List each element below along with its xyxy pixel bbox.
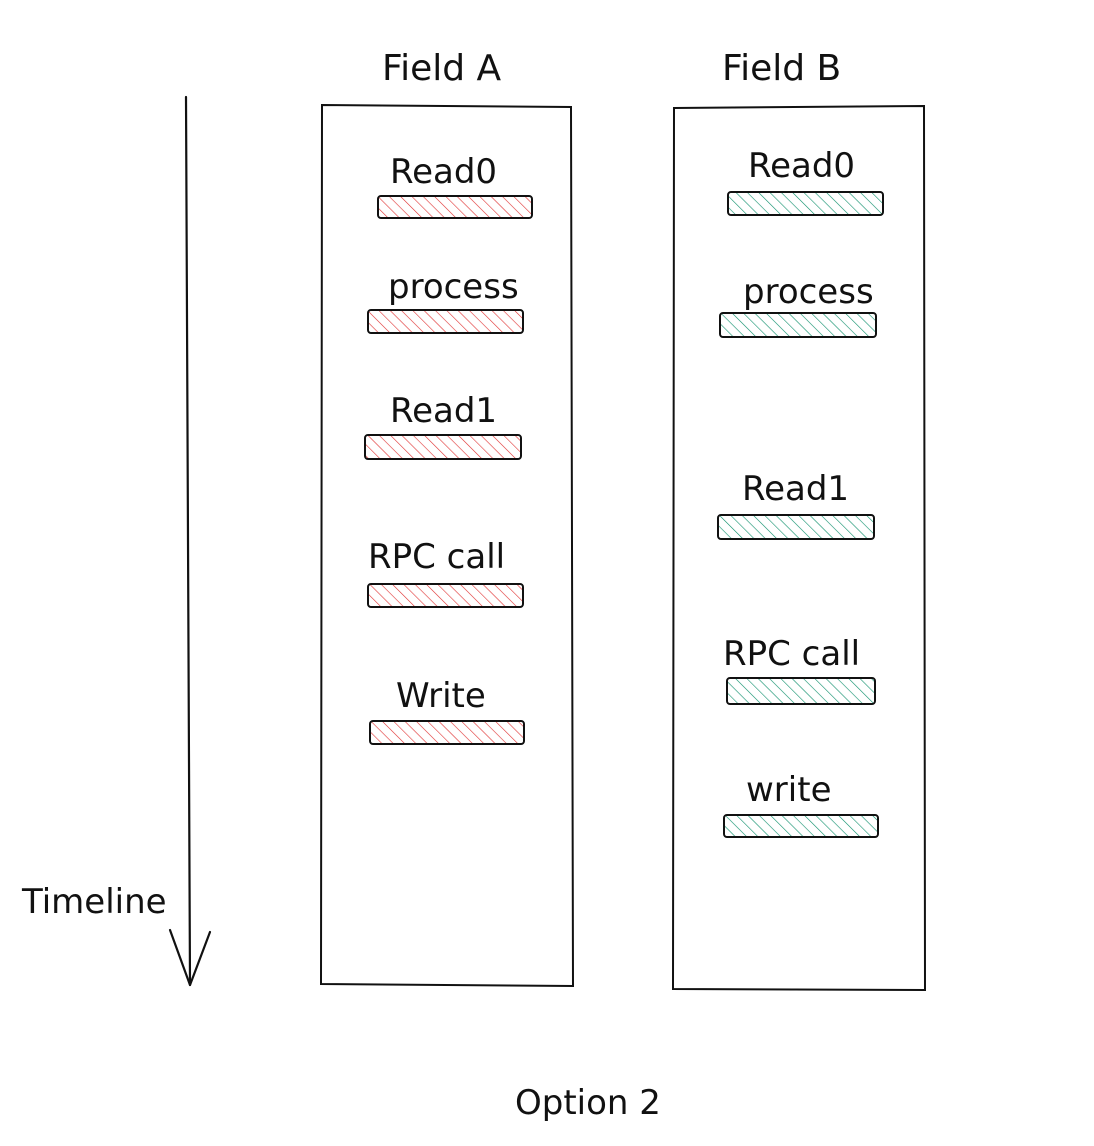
field-b-step-label: Read1 xyxy=(742,469,849,509)
field-a-title: Field A xyxy=(382,48,502,89)
field-b-step-label: RPC call xyxy=(723,634,860,674)
field-a-step-label: RPC call xyxy=(368,537,505,577)
field-b-step-label: write xyxy=(746,770,831,810)
field-b-step-bar xyxy=(723,814,879,838)
field-b-step-bar xyxy=(727,191,884,216)
diagram-caption: Option 2 xyxy=(515,1083,661,1123)
field-a-step-bar xyxy=(369,720,525,745)
field-a-box xyxy=(319,103,575,988)
field-a-step-label: Read1 xyxy=(390,391,497,431)
field-a-step-label: process xyxy=(388,267,519,307)
field-b-step-label: Read0 xyxy=(748,146,855,186)
timeline-arrow xyxy=(168,95,212,987)
field-b-step-bar xyxy=(726,677,876,705)
field-a-column: Field A Read0 process Read1 RPC call Wri… xyxy=(319,48,575,988)
field-b-box xyxy=(671,104,927,992)
field-a-step-bar xyxy=(364,434,522,460)
timeline-label: Timeline xyxy=(21,882,167,922)
field-a-step-label: Read0 xyxy=(390,152,497,192)
field-a-step-bar xyxy=(377,195,533,219)
field-b-step-label: process xyxy=(743,272,874,312)
field-a-step-bar xyxy=(367,309,524,334)
field-a-step-bar xyxy=(367,583,524,608)
field-b-title: Field B xyxy=(722,48,841,89)
field-b-step-bar xyxy=(717,514,875,540)
field-b-column: Field B Read0 process Read1 RPC call wri… xyxy=(671,48,927,992)
field-a-step-label: Write xyxy=(396,676,486,716)
field-b-step-bar xyxy=(719,312,877,338)
